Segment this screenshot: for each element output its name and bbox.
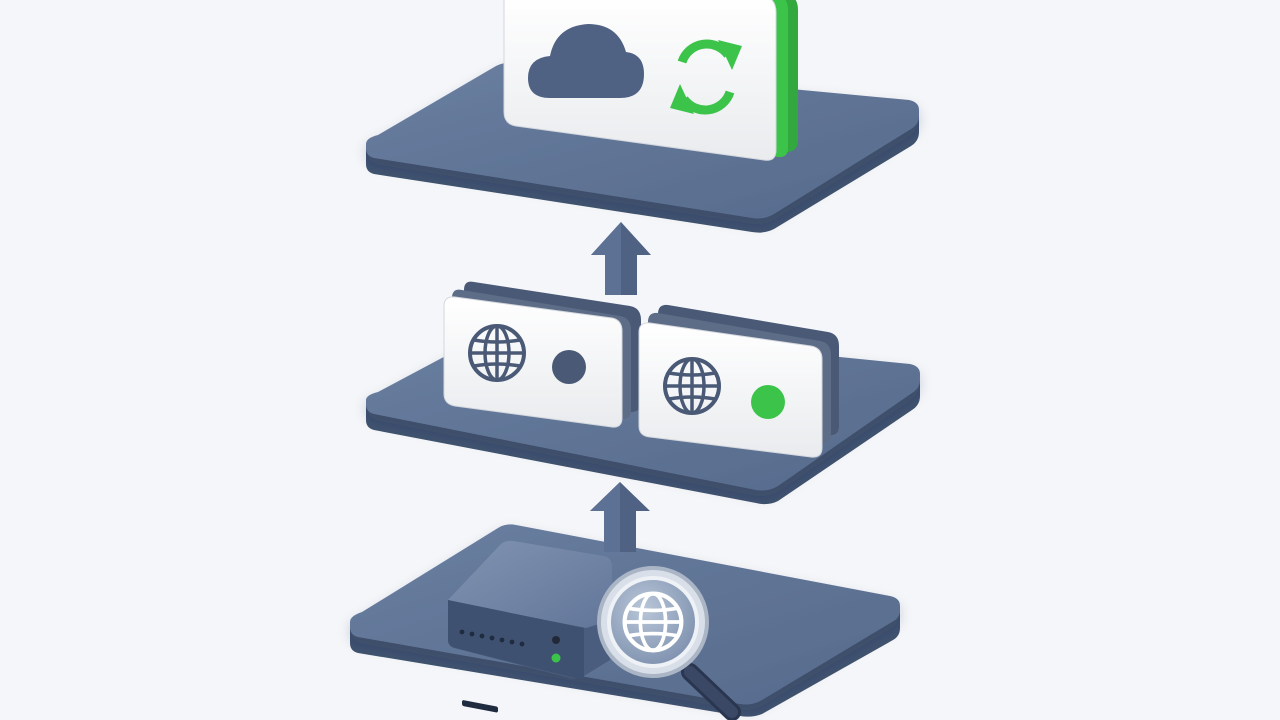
status-dot-inactive [552,350,586,384]
arrow-up-icon [591,222,651,295]
server-led [551,653,561,663]
server-card-inactive [443,281,641,428]
globe-icon [468,324,526,382]
globe-icon [663,357,721,415]
server-icon [448,540,612,713]
status-dot-active [751,385,785,419]
cloud-sync-card [503,0,798,161]
arrow-up-icon [590,482,650,552]
magnifier-globe-icon [597,566,741,720]
cloud-icon [528,24,644,98]
sync-arrowheads [670,40,742,114]
server-card-active [638,304,839,458]
